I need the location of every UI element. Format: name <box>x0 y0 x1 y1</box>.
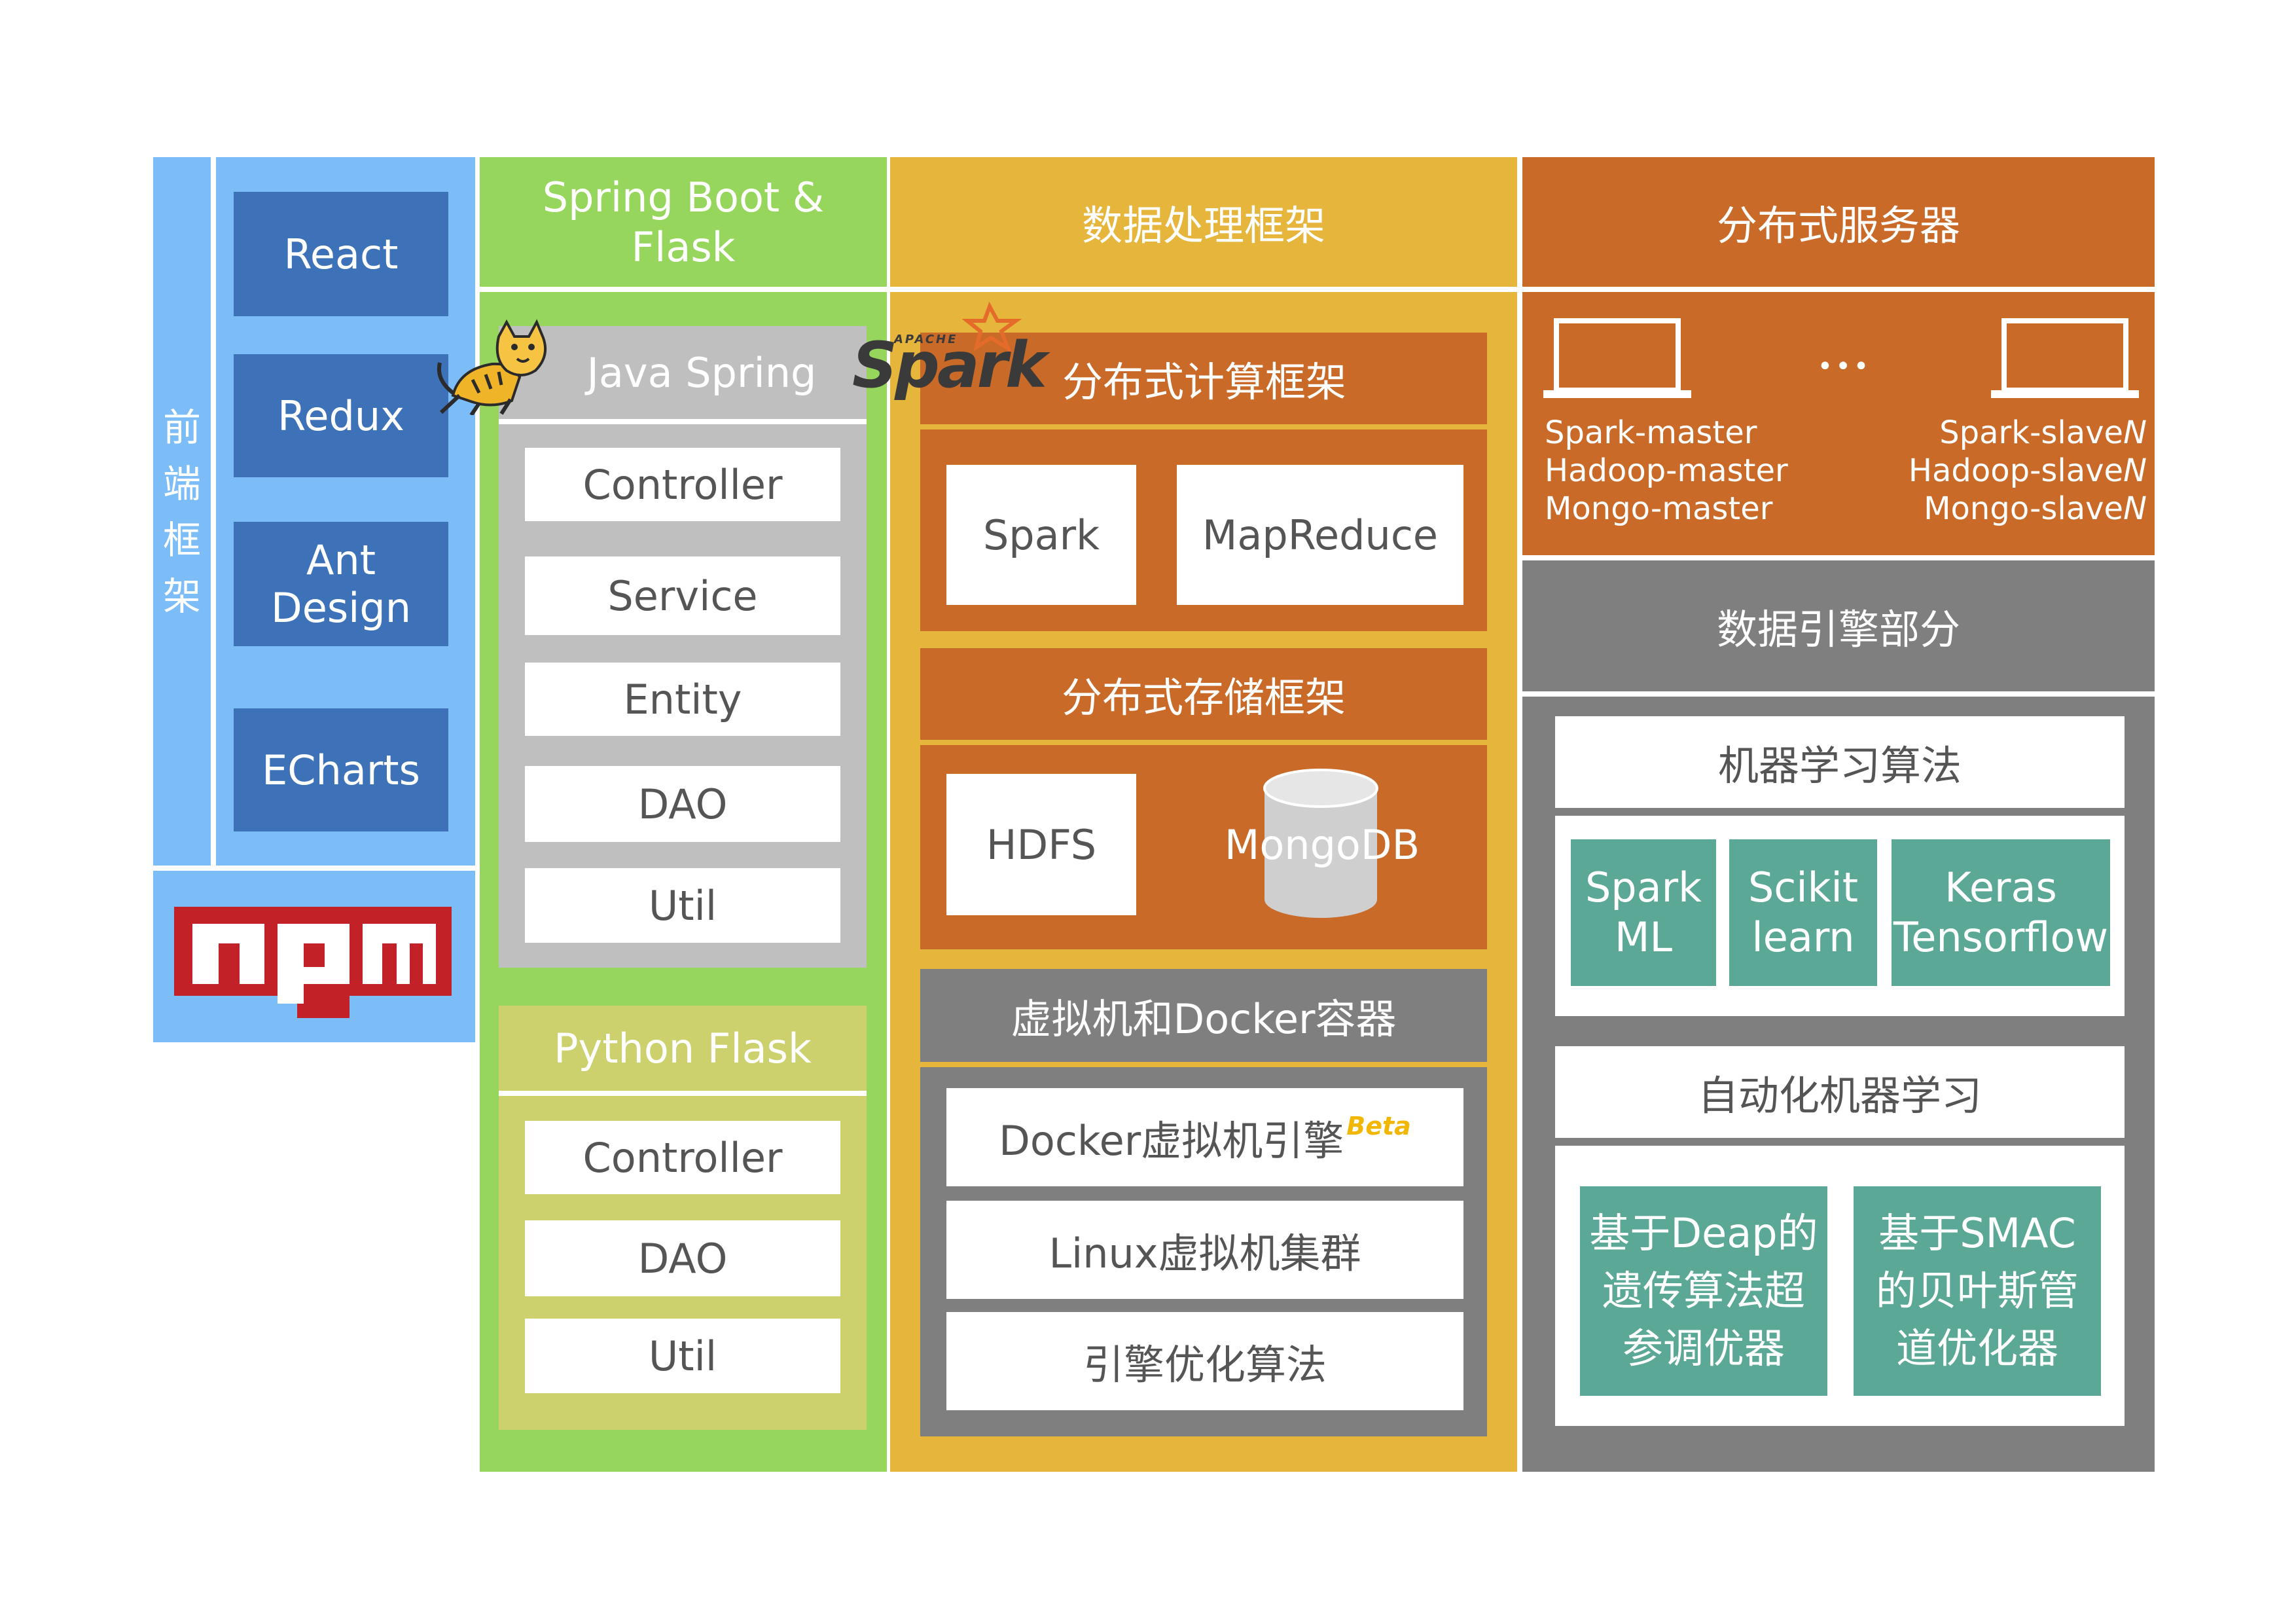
keras-tensorflow-box: Keras Tensorflow <box>1892 839 2110 986</box>
python-flask-header: Python Flask <box>499 1006 867 1091</box>
ellipsis-icon: ••• <box>1817 352 1872 382</box>
spark-box: Spark <box>946 465 1136 605</box>
slave-suffix: N <box>2123 414 2147 451</box>
keras-line2: Tensorflow <box>1893 913 2109 961</box>
tomcat-cat-icon <box>433 317 564 416</box>
smac-line2: 的贝叶斯管 <box>1875 1267 2079 1315</box>
frontend-label-char: 端 <box>162 462 201 506</box>
npm-logo <box>174 907 452 1018</box>
laptop-icon-master <box>1542 317 1693 402</box>
scikit-line2: learn <box>1751 913 1855 961</box>
storage-header: 分布式存储框架 <box>920 648 1487 740</box>
slave-list: Spark-slaveN Hadoop-slaveN Mongo-slaveN <box>1872 414 2147 532</box>
spark-logo-text: Spark <box>852 329 1047 402</box>
engine-title: 数据引擎部分 <box>1716 606 1960 653</box>
master-item: Spark-master <box>1545 414 1757 451</box>
mongodb-label: MongoDB <box>1224 820 1420 869</box>
automl-header: 自动化机器学习 <box>1555 1046 2125 1138</box>
storage-header-divider <box>920 740 1487 745</box>
slave-name: Hadoop-slave <box>1908 452 2124 489</box>
data-processing-title: 数据处理框架 <box>1081 202 1325 249</box>
slave-name: Spark-slave <box>1939 414 2124 451</box>
beta-badge: Beta <box>1346 1112 1411 1140</box>
echarts-box: ECharts <box>234 708 448 831</box>
java-spring-header <box>499 326 867 419</box>
linux-cluster-box: Linux虚拟机集群 <box>946 1201 1463 1299</box>
database-icon <box>1263 769 1378 919</box>
python-flask-divider <box>499 1091 867 1096</box>
docker-engine-box: Docker虚拟机引擎 Beta <box>946 1088 1463 1186</box>
hdfs-box: HDFS <box>946 774 1136 915</box>
react-box: React <box>234 192 448 316</box>
slave-item: Mongo-slaveN <box>1872 490 2147 528</box>
spring-service-box: Service <box>525 556 840 635</box>
spring-util-box: Util <box>525 868 840 943</box>
ml-header: 机器学习算法 <box>1555 716 2125 808</box>
backend-title: Spring Boot & Flask <box>480 164 887 282</box>
frontend-label-char: 架 <box>162 574 201 619</box>
master-item: Hadoop-master <box>1545 452 1788 489</box>
smac-line1: 基于SMAC <box>1878 1209 2076 1257</box>
ant-design-box: Ant Design <box>234 522 448 646</box>
frontend-label-char: 前 <box>162 405 201 450</box>
slave-item: Hadoop-slaveN <box>1872 452 2147 490</box>
servers-panel <box>1522 157 2155 555</box>
java-spring-label: Java Spring <box>586 348 817 397</box>
servers-header-divider <box>1522 287 2155 292</box>
spark-ml-line1: Spark <box>1585 864 1702 911</box>
master-item: Mongo-master <box>1545 490 1773 527</box>
frontend-divider-vertical <box>211 157 216 871</box>
frontend-vertical-label: 前 端 框 架 <box>153 399 211 625</box>
frontend-label-char: 框 <box>162 518 201 562</box>
spark-ml-line2: ML <box>1614 913 1673 961</box>
deap-line3: 参调优器 <box>1622 1324 1785 1372</box>
backend-title-line1: Spring Boot & <box>542 173 825 221</box>
deap-line2: 遗传算法超 <box>1602 1267 1805 1315</box>
flask-util-box: Util <box>525 1319 840 1393</box>
spark-ml-box: Spark ML <box>1571 839 1716 986</box>
slave-suffix: N <box>2123 452 2147 489</box>
laptop-icon-slave <box>1990 317 2140 402</box>
data-processing-header-divider <box>890 287 1517 292</box>
backend-header-divider <box>480 287 887 292</box>
docker-engine-label: Docker虚拟机引擎 <box>999 1117 1344 1165</box>
spring-dao-box: DAO <box>525 766 840 842</box>
deap-optimizer-box: 基于Deap的 遗传算法超 参调优器 <box>1580 1186 1827 1396</box>
vm-docker-header: 虚拟机和Docker容器 <box>920 969 1487 1062</box>
engine-header-divider <box>1522 691 2155 697</box>
vm-docker-header-divider <box>920 1062 1487 1067</box>
backend-title-line2: Flask <box>631 223 736 271</box>
servers-title: 分布式服务器 <box>1716 202 1960 249</box>
deap-line1: 基于Deap的 <box>1589 1209 1818 1257</box>
engine-optimization-box: 引擎优化算法 <box>946 1312 1463 1410</box>
frontend-divider-horizontal <box>153 866 475 871</box>
smac-line3: 道优化器 <box>1895 1324 2058 1372</box>
smac-optimizer-box: 基于SMAC 的贝叶斯管 道优化器 <box>1854 1186 2101 1396</box>
flask-controller-box: Controller <box>525 1121 840 1194</box>
spring-entity-box: Entity <box>525 663 840 736</box>
redux-box: Redux <box>234 354 448 477</box>
spring-controller-box: Controller <box>525 448 840 521</box>
scikit-learn-box: Scikit learn <box>1729 839 1877 986</box>
slave-name: Mongo-slave <box>1924 490 2124 527</box>
compute-header-divider <box>920 424 1487 429</box>
compute-title: 分布式计算框架 <box>1062 358 1346 406</box>
flask-dao-box: DAO <box>525 1220 840 1296</box>
keras-line1: Keras <box>1945 864 2057 911</box>
spark-logo-small-text: APACHE <box>894 333 958 346</box>
java-spring-divider <box>499 419 867 424</box>
slave-item: Spark-slaveN <box>1872 414 2147 452</box>
compute-header <box>920 333 1487 424</box>
scikit-line1: Scikit <box>1748 864 1859 911</box>
slave-suffix: N <box>2123 490 2147 527</box>
spark-logo <box>851 301 1047 399</box>
mapreduce-box: MapReduce <box>1177 465 1463 605</box>
master-list: Spark-master Hadoop-master Mongo-master <box>1545 414 1820 532</box>
